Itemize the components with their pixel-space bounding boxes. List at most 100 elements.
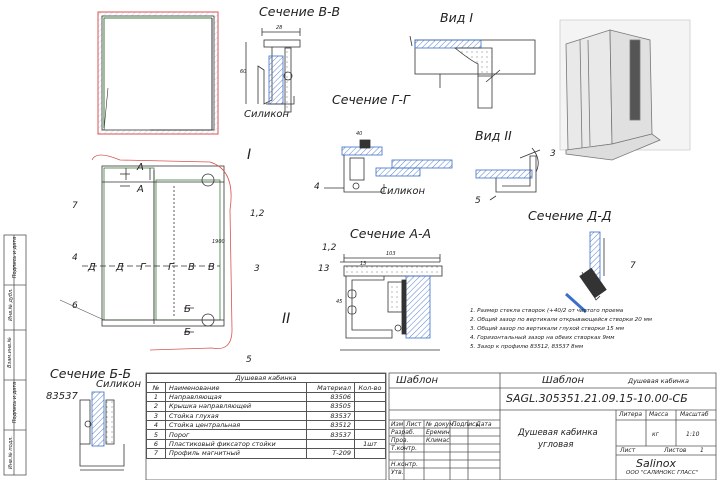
mark-B-top: Б bbox=[184, 304, 191, 315]
tb-role-prov: Пров. bbox=[391, 437, 409, 444]
leader-4-gg: 4 bbox=[314, 182, 320, 192]
bom-cell-qty bbox=[354, 391, 386, 403]
leader-12-aa: 1,2 bbox=[322, 243, 337, 253]
bom-cell-num: 1 bbox=[146, 391, 166, 403]
title-block-frame bbox=[388, 372, 717, 480]
tb-sheets-label: Листов bbox=[664, 447, 687, 454]
tb-col-sign: Подпись bbox=[452, 421, 479, 428]
dim-aa-depth: 13 bbox=[360, 261, 367, 267]
bom-cell-qty: 1шт bbox=[354, 438, 386, 450]
dim-aa-height: 45 bbox=[336, 299, 343, 305]
company-name: Salinox bbox=[636, 457, 677, 470]
leader-4-front: 4 bbox=[72, 253, 78, 263]
bom-cell-name: Стойка глухая bbox=[165, 410, 307, 421]
template-label-1: Шаблон bbox=[396, 375, 439, 386]
dim-vv-width: 28 bbox=[276, 25, 283, 31]
bom-cell-name: Порог bbox=[165, 429, 307, 440]
tb-role-utv: Утв. bbox=[391, 469, 404, 476]
tb-sheet-label: Лист bbox=[620, 447, 636, 454]
bom-cell-name: Профиль магнитный bbox=[165, 448, 307, 459]
view-1-drawing bbox=[409, 35, 536, 109]
mark-B-bottom: Б bbox=[184, 327, 191, 338]
bom-header-material: Материал bbox=[306, 382, 355, 393]
tb-role-tkontr: Т.контр. bbox=[391, 445, 418, 452]
bom-header-qty: Кол-во bbox=[354, 382, 386, 393]
silicone-label-vv: Силикон bbox=[244, 109, 290, 120]
section-vv-drawing bbox=[245, 28, 301, 113]
leader-7-front: 7 bbox=[72, 201, 78, 211]
leader-12-front: 1,2 bbox=[250, 209, 265, 219]
section-bb-drawing bbox=[79, 391, 125, 471]
section-aa-drawing bbox=[340, 254, 443, 351]
section-aa-title: Сечение А-А bbox=[350, 226, 432, 241]
bom-cell-num: 2 bbox=[146, 401, 166, 412]
bom-cell-qty bbox=[354, 448, 386, 459]
bom-cell-qty bbox=[354, 419, 386, 431]
tb-col-doc: № докум. bbox=[426, 421, 456, 428]
tb-col-izm: Изм bbox=[391, 421, 404, 428]
product-name-1: Душевая кабинка bbox=[518, 428, 598, 438]
bom-cell-qty bbox=[354, 410, 386, 421]
leader-3-front: 3 bbox=[254, 264, 260, 274]
bom-cell-material bbox=[306, 438, 355, 450]
mark-view-I: I bbox=[247, 147, 252, 163]
bom-cell-material: 83537 bbox=[306, 410, 355, 421]
tb-role-razrab: Разраб. bbox=[391, 429, 415, 436]
tb-scale-value: 1:10 bbox=[686, 431, 700, 438]
mark-A-bottom: A bbox=[137, 184, 144, 195]
leader-7-dd: 7 bbox=[630, 261, 636, 271]
bom-cell-material: Т-209 bbox=[306, 448, 355, 459]
bom-cell-qty bbox=[354, 401, 386, 412]
company-sub: ООО "САЛИНОКС ГЛАСС" bbox=[626, 470, 699, 476]
silicone-label-bb: Силикон bbox=[96, 379, 142, 390]
bom-cell-name: Крышка направляющей bbox=[165, 401, 307, 412]
tb-role-nkontr: Н.контр. bbox=[391, 461, 418, 468]
leader-5-front: 5 bbox=[246, 355, 252, 365]
tb-mass-label: Масса bbox=[649, 411, 669, 418]
dim-aa-width: 103 bbox=[386, 251, 396, 257]
template-label-2: Шаблон bbox=[542, 375, 585, 386]
leader-3-v2: 3 bbox=[550, 149, 556, 159]
bom-table: Душевая кабинка № Наименование Материал … bbox=[146, 372, 386, 459]
front-elevation bbox=[59, 154, 233, 351]
dim-vv-height: 60 bbox=[240, 69, 247, 75]
note-2: 2. Общий зазор по вертикали открывающейс… bbox=[470, 317, 653, 323]
product-short: Душевая кабинка bbox=[628, 377, 689, 385]
cabin-3d-view bbox=[559, 19, 691, 161]
mark-D2: Д bbox=[116, 262, 124, 273]
bom-cell-num: 7 bbox=[146, 448, 166, 459]
tb-sheets-value: 1 bbox=[700, 447, 704, 454]
silicone-label-gg: Силикон bbox=[380, 186, 426, 197]
view-1-title: Вид I bbox=[440, 10, 474, 25]
tb-col-date: Дата bbox=[476, 421, 492, 428]
leader-13-aa: 13 bbox=[318, 264, 330, 274]
leader-6-front: 6 bbox=[72, 301, 78, 311]
side-stamp-4: Подпись и дата bbox=[12, 381, 19, 424]
tb-col-list: Лист bbox=[406, 421, 422, 428]
bom-cell-num: 3 bbox=[146, 410, 166, 421]
section-dd-drawing bbox=[564, 231, 607, 314]
bom-cell-material: 83506 bbox=[306, 391, 355, 403]
product-name-2: угловая bbox=[538, 440, 574, 450]
bom-cell-name: Стойка центральная bbox=[165, 419, 307, 431]
tb-scale-label: Масштаб bbox=[680, 411, 709, 418]
bom-title: Душевая кабинка bbox=[146, 372, 386, 384]
plan-view bbox=[97, 11, 219, 135]
drawing-code: SAGL.305351.21.09.15-10.00-СБ bbox=[506, 392, 688, 405]
bom-header-row: № Наименование Материал Кол-во bbox=[146, 382, 386, 393]
section-gg-title: Сечение Г-Г bbox=[332, 92, 410, 107]
note-3: 3. Общий зазор по вертикали глухой створ… bbox=[470, 326, 624, 332]
mark-A-top: A bbox=[137, 162, 144, 173]
bom-cell-name: Пластиковый фиксатор стойки bbox=[165, 438, 307, 450]
bom-cell-num: 5 bbox=[146, 429, 166, 440]
side-stamp-3: Взам.инв.№ bbox=[6, 337, 13, 368]
